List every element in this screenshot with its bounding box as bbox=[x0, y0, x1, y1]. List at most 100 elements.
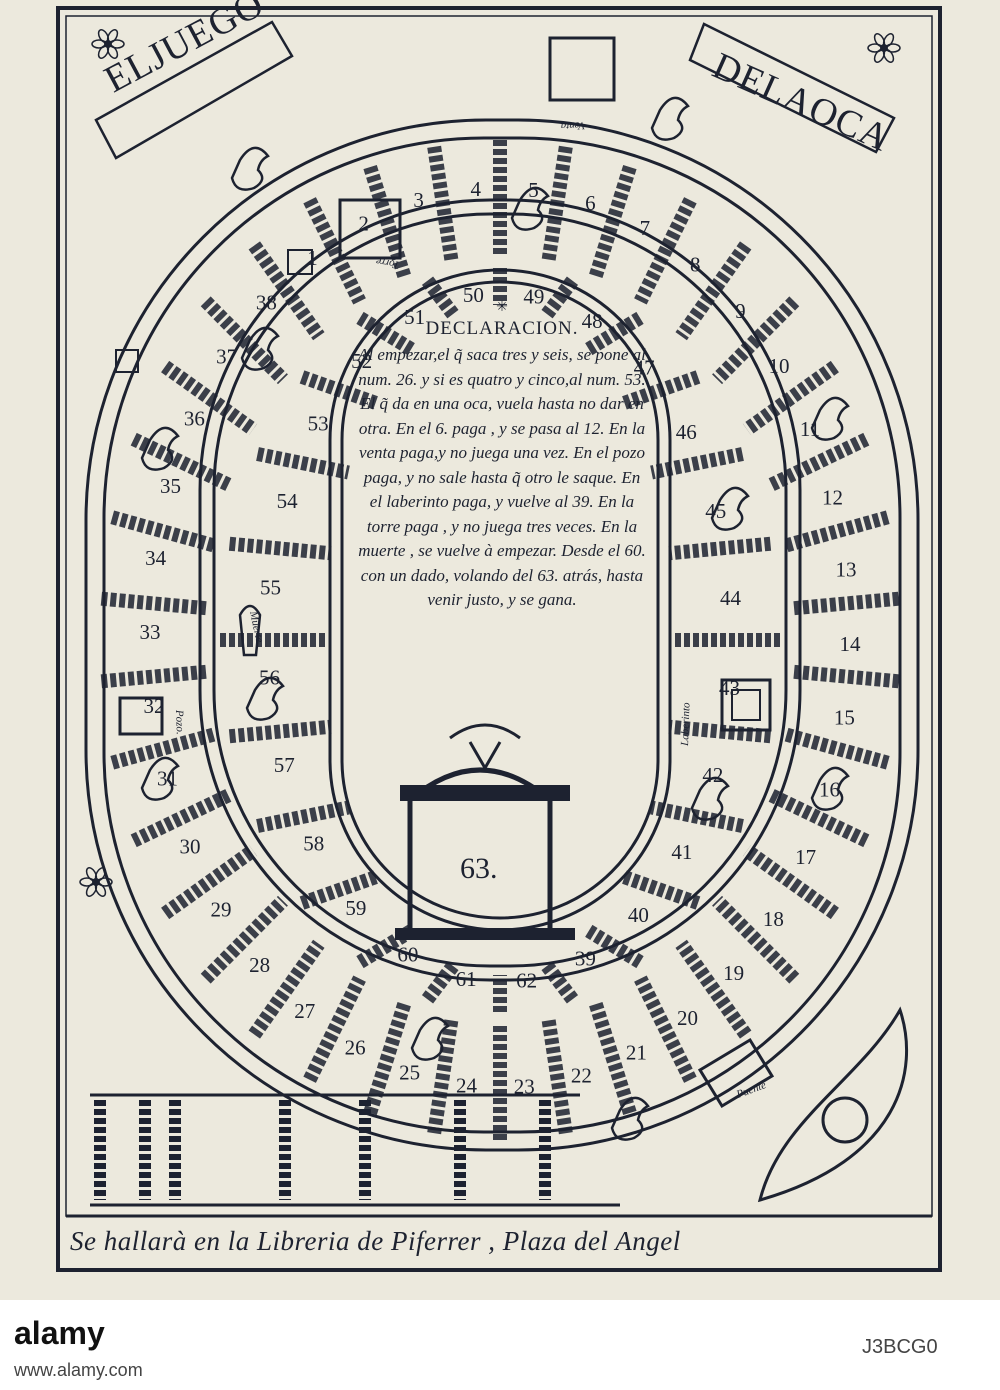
outer-pillar bbox=[589, 164, 637, 278]
outer-cell-number: 7 bbox=[640, 216, 651, 240]
outer-pillar bbox=[541, 1018, 573, 1135]
goose-icon bbox=[610, 1096, 650, 1141]
goose-icon bbox=[245, 676, 285, 721]
tower-icon bbox=[338, 198, 402, 260]
flower-icon bbox=[79, 867, 113, 897]
outer-track-edge bbox=[102, 136, 902, 1134]
inner-cell-number: 53 bbox=[308, 412, 329, 436]
outer-cell-number: 26 bbox=[345, 1035, 366, 1059]
dice-icon bbox=[115, 349, 139, 373]
outer-pillar bbox=[100, 664, 207, 689]
inner-cell-number: 57 bbox=[274, 753, 295, 777]
outer-pillar bbox=[100, 591, 207, 616]
inner-pillar bbox=[539, 959, 579, 1004]
inner-pillar bbox=[228, 719, 332, 744]
outer-pillar bbox=[303, 197, 366, 305]
star-icon: ✳ bbox=[496, 300, 508, 315]
outer-cell-number: 8 bbox=[690, 252, 701, 276]
outer-cell-number: 32 bbox=[144, 694, 165, 718]
bridge-icon bbox=[697, 1037, 775, 1109]
inner-pillar bbox=[256, 800, 350, 833]
outer-pillar bbox=[712, 296, 800, 385]
goose-icon bbox=[690, 776, 730, 821]
outer-track-edge bbox=[84, 118, 920, 1152]
outer-cell-number: 36 bbox=[184, 406, 205, 430]
inner-cell-number: 62 bbox=[516, 969, 537, 993]
outer-cell-number: 27 bbox=[294, 999, 315, 1023]
outer-cell-number: 14 bbox=[839, 632, 861, 656]
outer-cell-number: 13 bbox=[835, 558, 856, 582]
goose-icon bbox=[710, 486, 750, 531]
title-banner-right bbox=[688, 22, 896, 154]
inner-cell-number: 49 bbox=[523, 285, 544, 309]
outer-pillar bbox=[784, 727, 890, 770]
outer-cell-number: 2 bbox=[358, 211, 369, 235]
title-banner-left bbox=[94, 20, 294, 160]
inner-cell-number: 48 bbox=[582, 309, 603, 333]
outer-pillar bbox=[248, 939, 325, 1039]
declaration-rules: Al empezar,el q̃ saca tres y seis, se po… bbox=[358, 345, 646, 609]
inner-cell-number: 51 bbox=[404, 305, 425, 329]
outer-cell-number: 10 bbox=[769, 354, 790, 378]
outer-pillar bbox=[675, 939, 752, 1039]
inner-pillar bbox=[621, 870, 701, 910]
flower-icon bbox=[91, 29, 125, 59]
outer-pillar bbox=[161, 360, 258, 436]
imprint-line: Se hallarà en la Libreria de Piferrer , … bbox=[70, 1226, 681, 1256]
outer-pillar bbox=[427, 145, 459, 262]
outer-cell-number: 4 bbox=[470, 177, 481, 201]
outer-pillar bbox=[200, 895, 288, 984]
goose-icon bbox=[510, 186, 550, 231]
outer-pillar bbox=[793, 591, 900, 616]
eagle-icon bbox=[449, 723, 521, 772]
death-icon bbox=[238, 604, 262, 657]
outer-cell-number: 34 bbox=[145, 546, 167, 570]
inner-cell-number: 61 bbox=[456, 967, 477, 991]
outer-cell-number: 16 bbox=[819, 778, 840, 802]
outer-pillar bbox=[427, 1018, 459, 1135]
outer-cell-number: 25 bbox=[399, 1061, 420, 1085]
inner-cell-number: 59 bbox=[345, 896, 366, 920]
inner-pillar bbox=[228, 536, 332, 561]
watermark-url: www.alamy.com bbox=[14, 1360, 143, 1380]
outer-pillar bbox=[161, 844, 258, 920]
inner-cell-number: 54 bbox=[277, 489, 299, 513]
outer-cell-number: 20 bbox=[677, 1006, 698, 1030]
outer-pillar bbox=[589, 1002, 637, 1116]
inner-pillar bbox=[668, 719, 772, 744]
sign-pozo: Pozo. bbox=[173, 709, 186, 735]
goose-icon bbox=[230, 146, 270, 191]
outer-cell-number: 9 bbox=[735, 299, 746, 323]
inner-cell-number: 58 bbox=[303, 832, 324, 856]
outer-pillar bbox=[675, 241, 752, 341]
outer-pillar bbox=[303, 975, 366, 1083]
goose-icon bbox=[240, 326, 280, 371]
inner-cell-number: 55 bbox=[260, 575, 281, 599]
outer-border bbox=[56, 6, 942, 1272]
inner-pillar bbox=[421, 276, 461, 321]
goose-icon bbox=[810, 396, 850, 441]
goose-icon bbox=[810, 766, 850, 811]
watermark-image-id: J3BCG0 bbox=[862, 1336, 938, 1358]
inner-cell-number: 43 bbox=[719, 676, 740, 700]
goose-icon bbox=[140, 426, 180, 471]
outer-pillar bbox=[634, 197, 697, 305]
inner-cell-number: 46 bbox=[676, 420, 697, 444]
outer-cell-number: 18 bbox=[763, 907, 784, 931]
dice-icon bbox=[287, 249, 313, 275]
maze-icon bbox=[720, 678, 772, 732]
inner-cell-number: 47 bbox=[634, 355, 655, 379]
sign-torre: Torre bbox=[375, 255, 400, 271]
outer-pillar bbox=[767, 788, 870, 848]
inner-pillar bbox=[650, 447, 744, 480]
inner-cell-number: 44 bbox=[720, 586, 742, 610]
outer-cell-number: 22 bbox=[571, 1063, 592, 1087]
arch-base bbox=[395, 928, 575, 940]
outer-cell-number: 5 bbox=[528, 178, 539, 202]
inner-pillar bbox=[583, 311, 644, 356]
inn-icon bbox=[548, 36, 616, 102]
outer-pillar bbox=[634, 975, 697, 1083]
goose-icon bbox=[410, 1016, 450, 1061]
outer-cell-number: 24 bbox=[456, 1074, 478, 1098]
